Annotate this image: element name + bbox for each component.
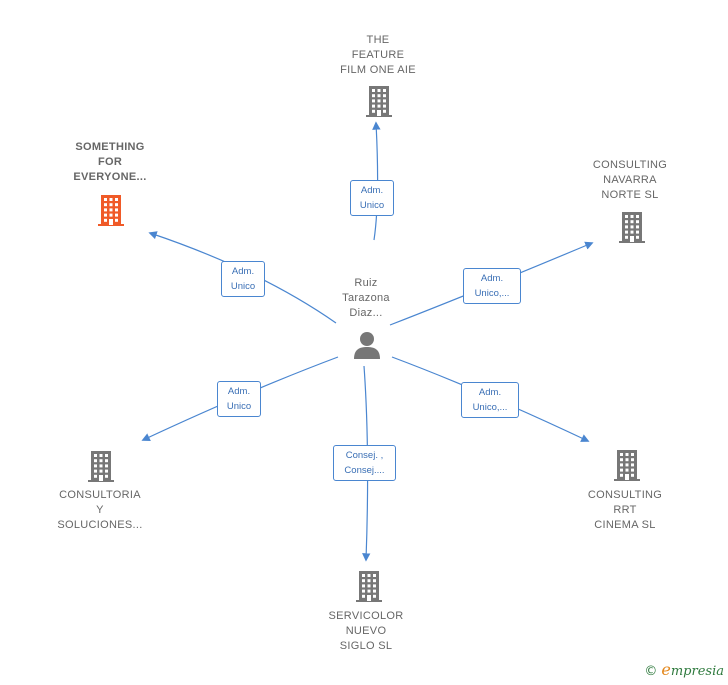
node-label-feature-film[interactable]: THE FEATURE FILM ONE AIE bbox=[340, 34, 416, 76]
building-icon[interactable] bbox=[351, 568, 387, 604]
node-label-something-for-everyone[interactable]: SOMETHING FOR EVERYONE... bbox=[73, 141, 147, 183]
edge-label-servicolor[interactable]: Consej. , Consej.... bbox=[333, 445, 396, 481]
building-icon[interactable] bbox=[93, 192, 129, 228]
node-label-servicolor[interactable]: SERVICOLOR NUEVO SIGLO SL bbox=[328, 610, 404, 652]
empresia-logo: ©empresia bbox=[644, 660, 724, 679]
edge-label-consulting-navarra[interactable]: Adm. Unico,... bbox=[463, 268, 521, 304]
edge-label-consultoria-soluciones[interactable]: Adm. Unico bbox=[217, 381, 261, 417]
building-icon[interactable] bbox=[614, 209, 650, 245]
building-icon[interactable] bbox=[83, 448, 119, 484]
building-icon[interactable] bbox=[361, 83, 397, 119]
node-label-consulting-navarra[interactable]: CONSULTING NAVARRA NORTE SL bbox=[592, 159, 668, 201]
edge-label-something-for-everyone[interactable]: Adm. Unico bbox=[221, 261, 265, 297]
node-label-consulting-rrt[interactable]: CONSULTING RRT CINEMA SL bbox=[587, 489, 663, 531]
person-icon[interactable] bbox=[352, 330, 382, 360]
building-icon[interactable] bbox=[609, 447, 645, 483]
node-label-consultoria-soluciones[interactable]: CONSULTORIA Y SOLUCIONES... bbox=[57, 489, 143, 531]
center-person-label[interactable]: Ruiz Tarazona Diaz... bbox=[342, 277, 390, 319]
edge-label-feature-film[interactable]: Adm. Unico bbox=[350, 180, 394, 216]
edge-label-consulting-rrt[interactable]: Adm. Unico,... bbox=[461, 382, 519, 418]
